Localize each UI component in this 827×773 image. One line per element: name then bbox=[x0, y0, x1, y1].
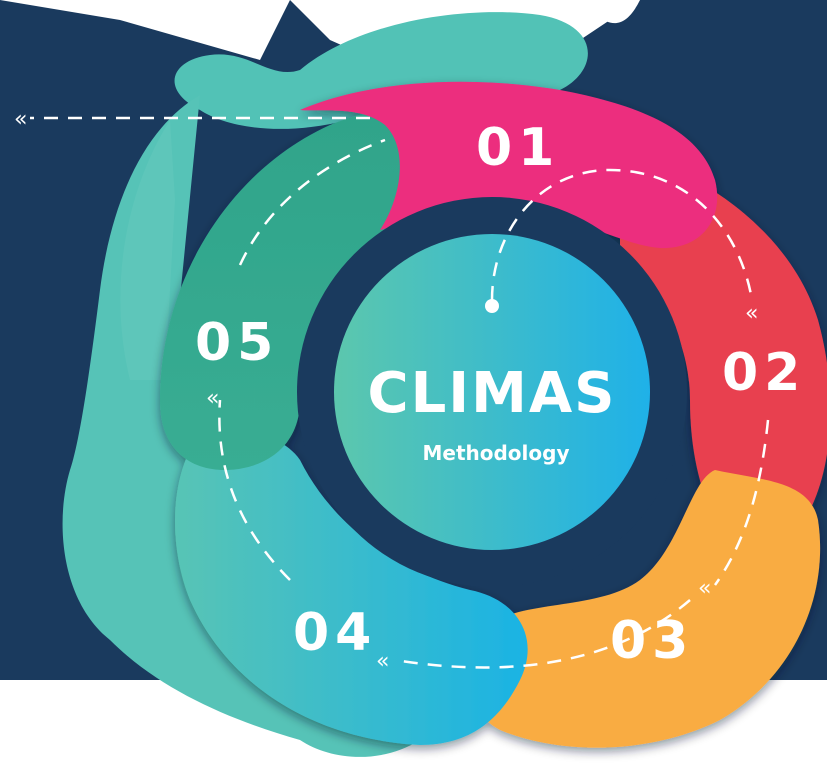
cycle-ring bbox=[160, 81, 827, 748]
step-label-02: 02 bbox=[722, 343, 806, 403]
double-chevron-down-icon: « bbox=[745, 301, 758, 326]
step-label-03: 03 bbox=[610, 611, 694, 671]
segment-05 bbox=[160, 112, 413, 470]
double-chevron-down-left-icon: « bbox=[698, 576, 711, 601]
double-chevron-left-icon: « bbox=[376, 649, 389, 674]
double-chevron-left-exit-icon: « bbox=[14, 107, 27, 132]
segment-03 bbox=[468, 470, 821, 748]
center-disc bbox=[334, 234, 650, 550]
climas-logo: CLIMAS bbox=[367, 361, 616, 426]
double-chevron-up-icon: « bbox=[206, 386, 219, 411]
segment-01 bbox=[300, 81, 718, 249]
step-label-04: 04 bbox=[293, 603, 377, 663]
step-label-01: 01 bbox=[476, 118, 560, 178]
step-label-05: 05 bbox=[195, 313, 279, 373]
methodology-subtitle: Methodology bbox=[422, 441, 569, 465]
flow-start-dot bbox=[485, 299, 499, 313]
flow-arrows: « « « « « bbox=[14, 107, 758, 674]
segment-02 bbox=[620, 150, 827, 546]
flow-path bbox=[30, 116, 770, 669]
